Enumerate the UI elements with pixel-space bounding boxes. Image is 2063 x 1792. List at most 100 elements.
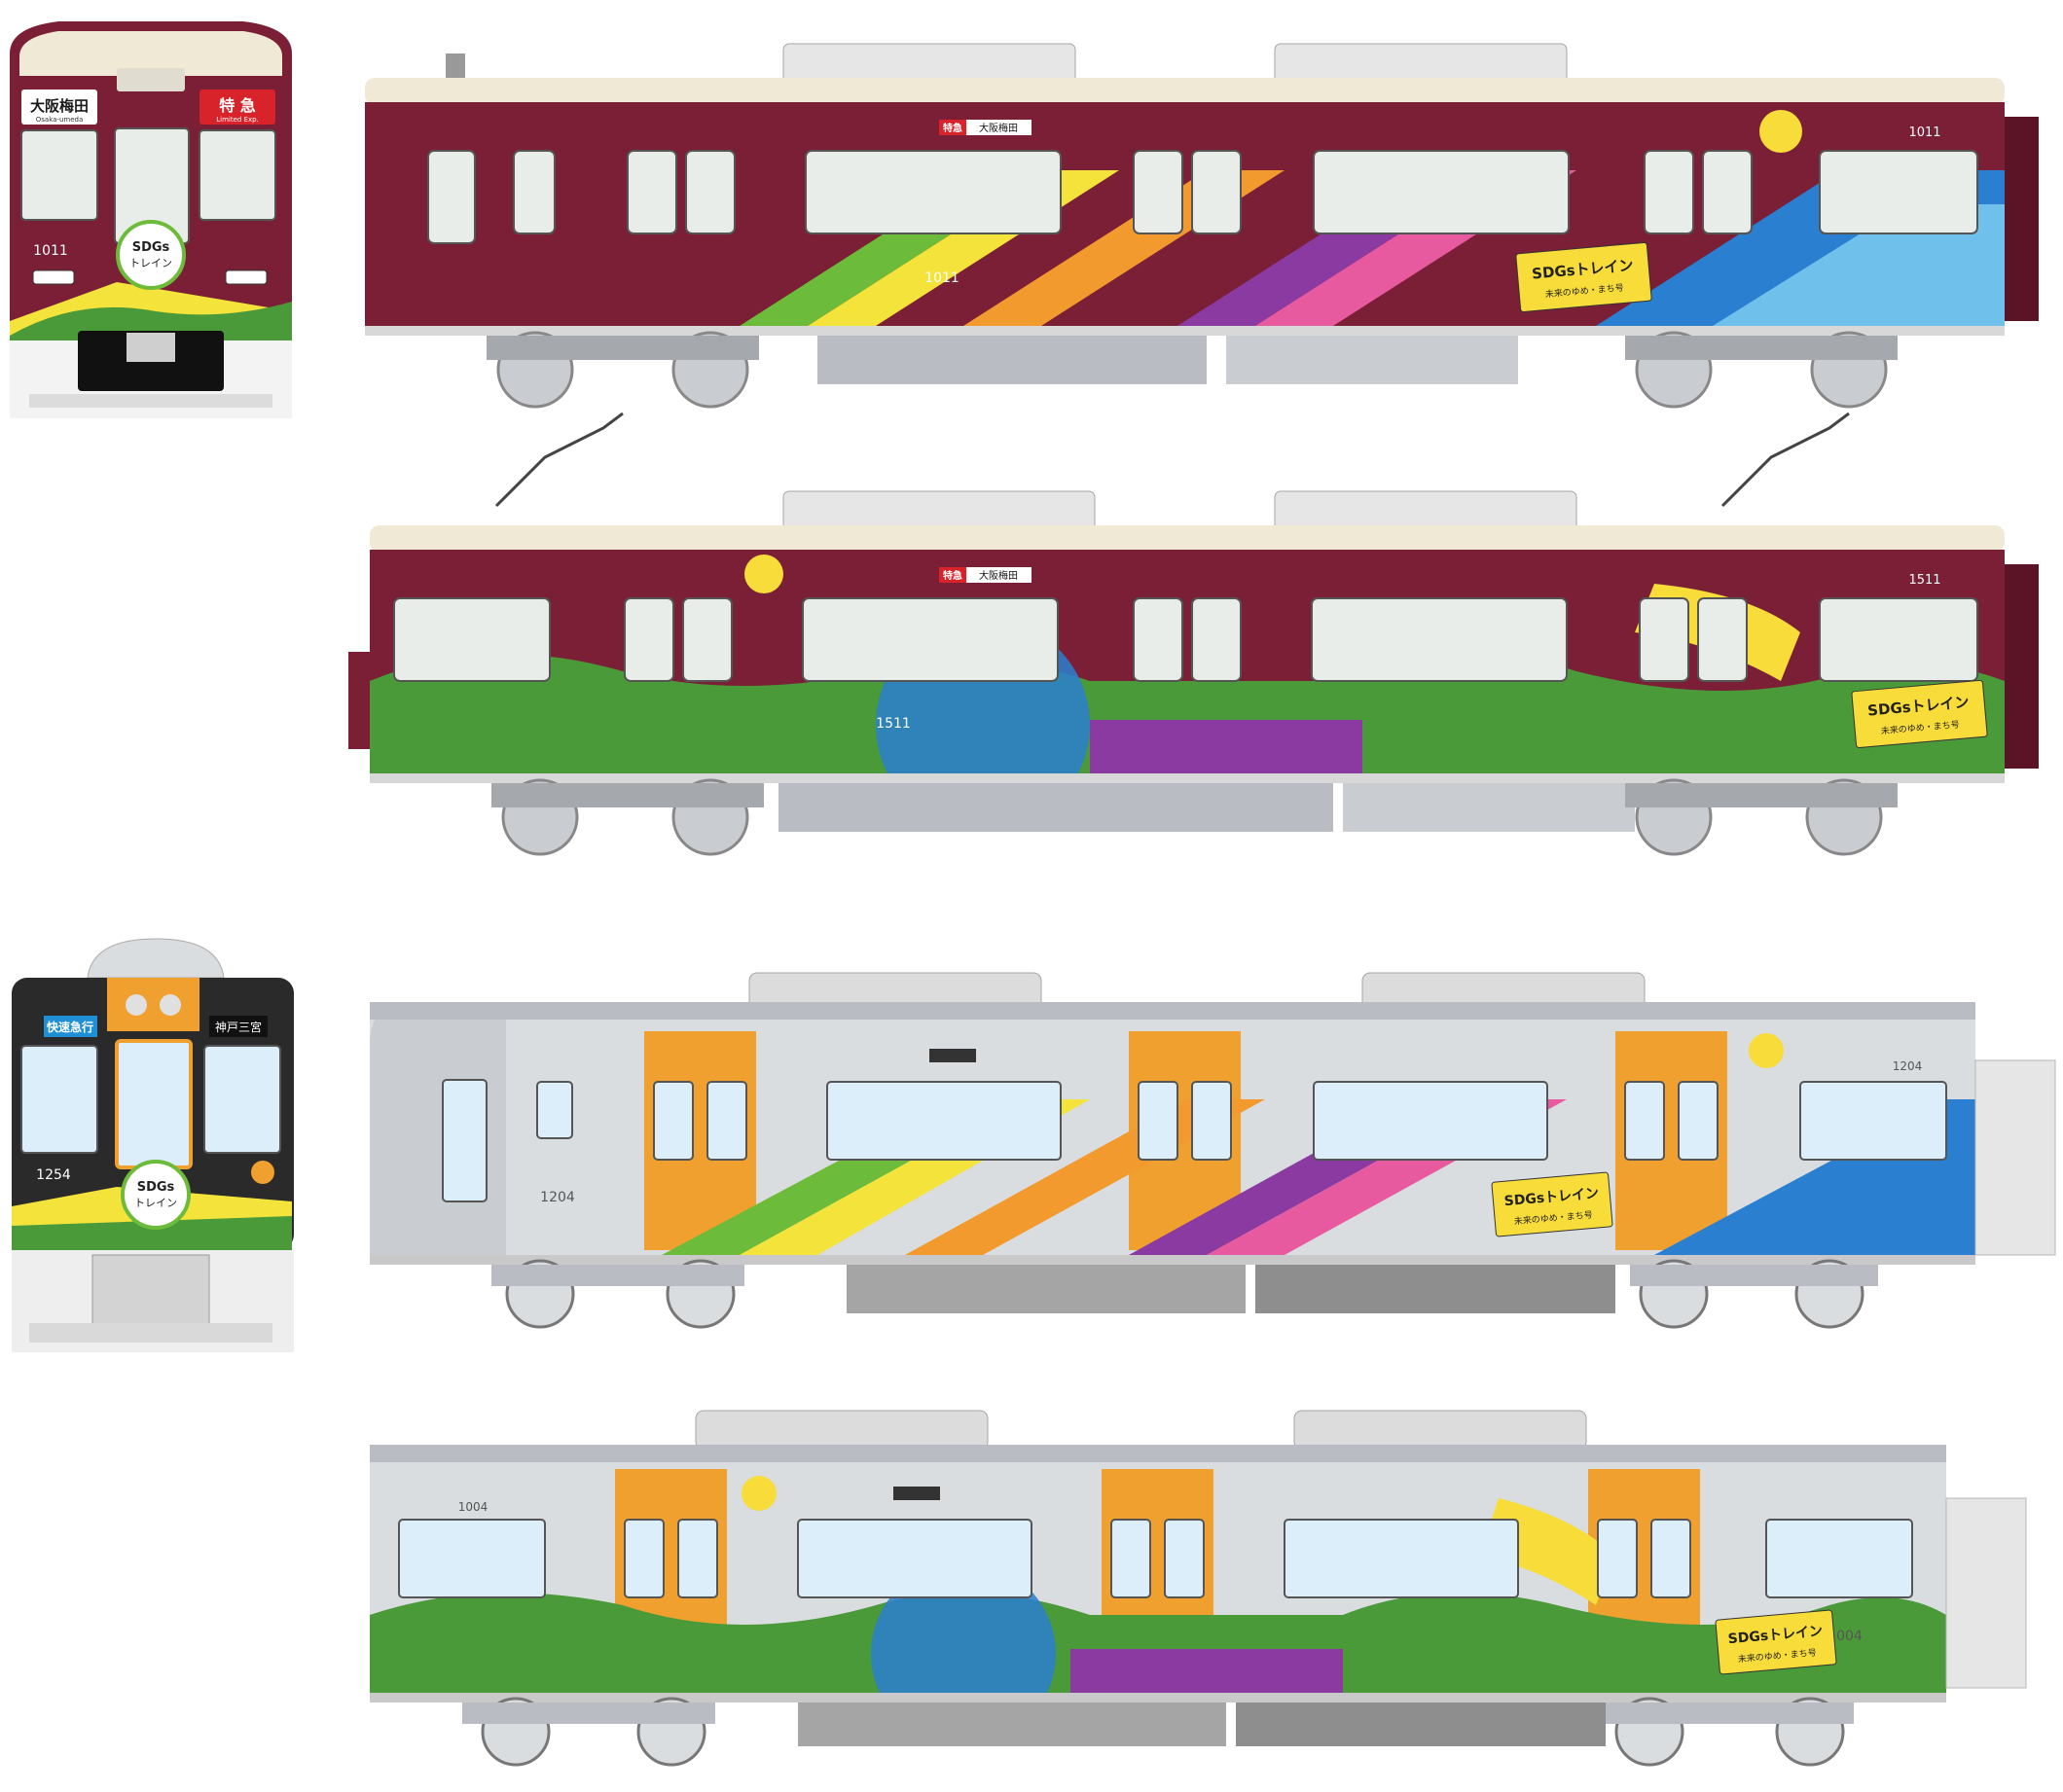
hankyu-front-headlight-box [117,68,185,91]
hankyu-car2-door-window [682,597,733,682]
hankyu-car2-roof-band [370,525,2005,553]
hankyu-car1-door-window [1191,150,1242,234]
hankyu-front-view: 大阪梅田 Osaka-umeda 特 急 Limited Exp. 1011 S… [10,21,292,418]
hankyu-car1-window [513,150,556,234]
hanshin-front-dest-text: 神戸三宮 [215,1020,262,1034]
hanshin-car1-gangway [1974,1059,2056,1256]
hankyu-car-2: 特急 大阪梅田 1511 1511 SDGsトレイン 未来のゆめ・まち号 [348,412,2039,856]
hanshin-car2-green-landscape [370,1593,1946,1693]
hanshin-car1-window [1313,1081,1548,1161]
hanshin-car2-skirt [370,1693,1946,1702]
hanshin-front-headlight-left [126,994,147,1016]
hankyu-car2-underfloor-equipment [1343,783,1635,832]
hankyu-car1-side-sign-type-bg [939,120,966,135]
hankyu-front-dest-sign [21,90,97,125]
hanshin-car2-gangway [1945,1497,2027,1689]
hanshin-front-door-window [115,1039,193,1169]
hankyu-front-sdgs-logo [116,220,186,290]
hankyu-car2-pantograph [494,412,624,508]
hankyu-car1-door-window [1702,150,1753,234]
hanshin-car2-ac-unit-2 [1293,1410,1587,1451]
hankyu-car2-door-window [624,597,674,682]
hankyu-car2-end-coupler-cover [348,652,370,749]
hanshin-car1-window [536,1081,573,1139]
hankyu-car2-ac-unit-2 [1274,490,1577,531]
hanshin-car2-number-top: 1004 [458,1500,489,1514]
hankyu-front-logo-line2: トレイン [129,257,172,269]
hanshin-car2-door-window [1650,1519,1691,1598]
hankyu-front-type-text: 特 急 [219,96,256,115]
hankyu-car1-band-lightblue [1713,204,2005,326]
hanshin-car1-door-window [1191,1081,1232,1161]
hanshin-front-type-text: 快速急行 [47,1020,93,1034]
hankyu-car1-window [1313,150,1570,234]
hankyu-car1-door-window [627,150,677,234]
hanshin-front-roof [87,938,225,979]
hankyu-front-step [29,394,272,408]
hanshin-front-logo-line1: SDGs [137,1180,175,1195]
hankyu-car2-side-sign-type: 特急 [943,569,962,582]
hanshin-car1-underfloor-equipment [847,1265,1246,1313]
hankyu-car2-door-window [1133,597,1183,682]
hanshin-car1-number-side: 1204 [540,1190,575,1205]
hanshin-car2-purple-band [1070,1649,1343,1693]
hanshin-car2-sdgs-banner [1715,1609,1837,1675]
hankyu-car1-window [427,150,476,244]
hankyu-car2-bogie [1625,783,1898,807]
hanshin-car2-window [1765,1519,1913,1598]
hanshin-car1-side-sign [929,1049,976,1062]
hankyu-car1-pantograph-base [446,54,465,83]
hankyu-car2-skirt [370,773,2005,783]
hanshin-car2-door-window [624,1519,665,1598]
hankyu-front-tail-light-left [32,269,75,285]
hanshin-car1-bogie [1630,1265,1878,1286]
hankyu-car2-number-side: 1511 [876,716,911,732]
hanshin-front-step [29,1323,272,1343]
hankyu-car2-bogie [491,783,764,807]
hankyu-car2-gangway [2005,564,2039,769]
hankyu-car2-green-landscape [370,654,2005,773]
hanshin-car1-underfloor-equipment [1255,1265,1615,1313]
hankyu-car2-window [1311,597,1568,682]
hankyu-car1-door-window [1133,150,1183,234]
hankyu-car1-side-sign-type: 特急 [943,122,962,134]
hanshin-car1-door-window [706,1081,747,1161]
hankyu-car1-side-sign-dest: 大阪梅田 [979,122,1018,134]
hanshin-car2-underfloor-equipment [1236,1702,1606,1746]
hankyu-car1-door-window [1644,150,1694,234]
hanshin-front-orange-top [107,978,199,1031]
hanshin-front-view: 快速急行 神戸三宮 1254 SDGs トレイン [12,938,294,1352]
hanshin-car2-window [797,1519,1032,1598]
hankyu-car2-window [393,597,551,682]
hanshin-car1-cab-door-window [442,1079,488,1202]
hanshin-car2-roof-line [370,1445,1946,1462]
hankyu-car2-number-top: 1511 [1908,573,1940,588]
hanshin-car2-door-window [677,1519,718,1598]
hanshin-car1-roof-line [370,1002,1975,1020]
hanshin-car2-bogie [462,1702,715,1724]
hanshin-car1-window [1799,1081,1947,1161]
hankyu-car2-door-window [1697,597,1748,682]
hankyu-car1-ac-unit-1 [782,43,1076,84]
hanshin-car2-ac-unit-1 [695,1410,989,1451]
hankyu-front-type-sub: Limited Exp. [216,116,259,124]
hankyu-front-roof-band [19,31,282,76]
hanshin-car1-sdgs-banner [1491,1171,1613,1237]
hankyu-front-car-number: 1011 [33,243,68,259]
hanshin-front-sdgs-logo [121,1160,191,1230]
hankyu-car1-ac-unit-2 [1274,43,1568,84]
hanshin-car2-door-window [1164,1519,1205,1598]
hankyu-car1-bogie [1625,336,1898,360]
hankyu-car1-window [805,150,1062,234]
hanshin-car1-door-window [1678,1081,1719,1161]
hankyu-front-dest-text: 大阪梅田 [30,97,89,115]
hanshin-front-window-right [203,1045,281,1154]
hanshin-car1-bogie [491,1265,744,1286]
hankyu-car2-door-window [1639,597,1689,682]
hankyu-front-dest-sub: Osaka-umeda [36,116,84,124]
hankyu-car1-number-top: 1011 [1908,125,1940,140]
hankyu-car1-underfloor-equipment [817,336,1207,384]
hankyu-front-window-right [199,129,276,221]
hanshin-front-type-sign [44,1016,97,1037]
